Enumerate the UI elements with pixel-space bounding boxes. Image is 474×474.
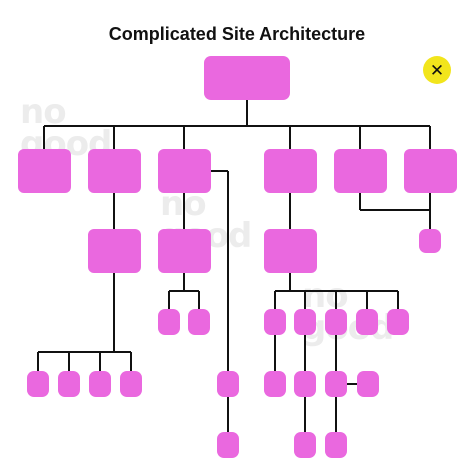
- root-node: [204, 56, 290, 100]
- level4-pill-node: [217, 371, 239, 397]
- level4-pill-node: [27, 371, 49, 397]
- level3-pill-node: [158, 309, 180, 335]
- level4-pill-node: [89, 371, 111, 397]
- level1-node: [404, 149, 457, 193]
- level3-pill-node: [356, 309, 378, 335]
- level4-pill-node: [120, 371, 142, 397]
- level5-pill-node: [325, 432, 347, 458]
- level3-pill-node: [387, 309, 409, 335]
- level1-node: [334, 149, 387, 193]
- connectors: [37, 100, 431, 432]
- level4-pill-node: [325, 371, 347, 397]
- level4-pill-node: [294, 371, 316, 397]
- level1-node: [158, 149, 211, 193]
- level1-node: [264, 149, 317, 193]
- level2-node: [158, 229, 211, 273]
- level3-pill-node: [188, 309, 210, 335]
- level2-pill-node: [419, 229, 441, 253]
- level1-node: [18, 149, 71, 193]
- level5-pill-node: [294, 432, 316, 458]
- level4-pill-node: [264, 371, 286, 397]
- level4-pill-node: [58, 371, 80, 397]
- close-icon: ✕: [429, 60, 445, 80]
- diagram-title: Complicated Site Architecture: [108, 24, 366, 44]
- close-button[interactable]: ✕: [423, 56, 451, 84]
- level3-pill-node: [264, 309, 286, 335]
- level2-node: [264, 229, 317, 273]
- level4-pill-node: [357, 371, 379, 397]
- nodes: [18, 56, 457, 458]
- level3-pill-node: [325, 309, 347, 335]
- level1-node: [88, 149, 141, 193]
- level5-pill-node: [217, 432, 239, 458]
- level3-pill-node: [294, 309, 316, 335]
- level2-node: [88, 229, 141, 273]
